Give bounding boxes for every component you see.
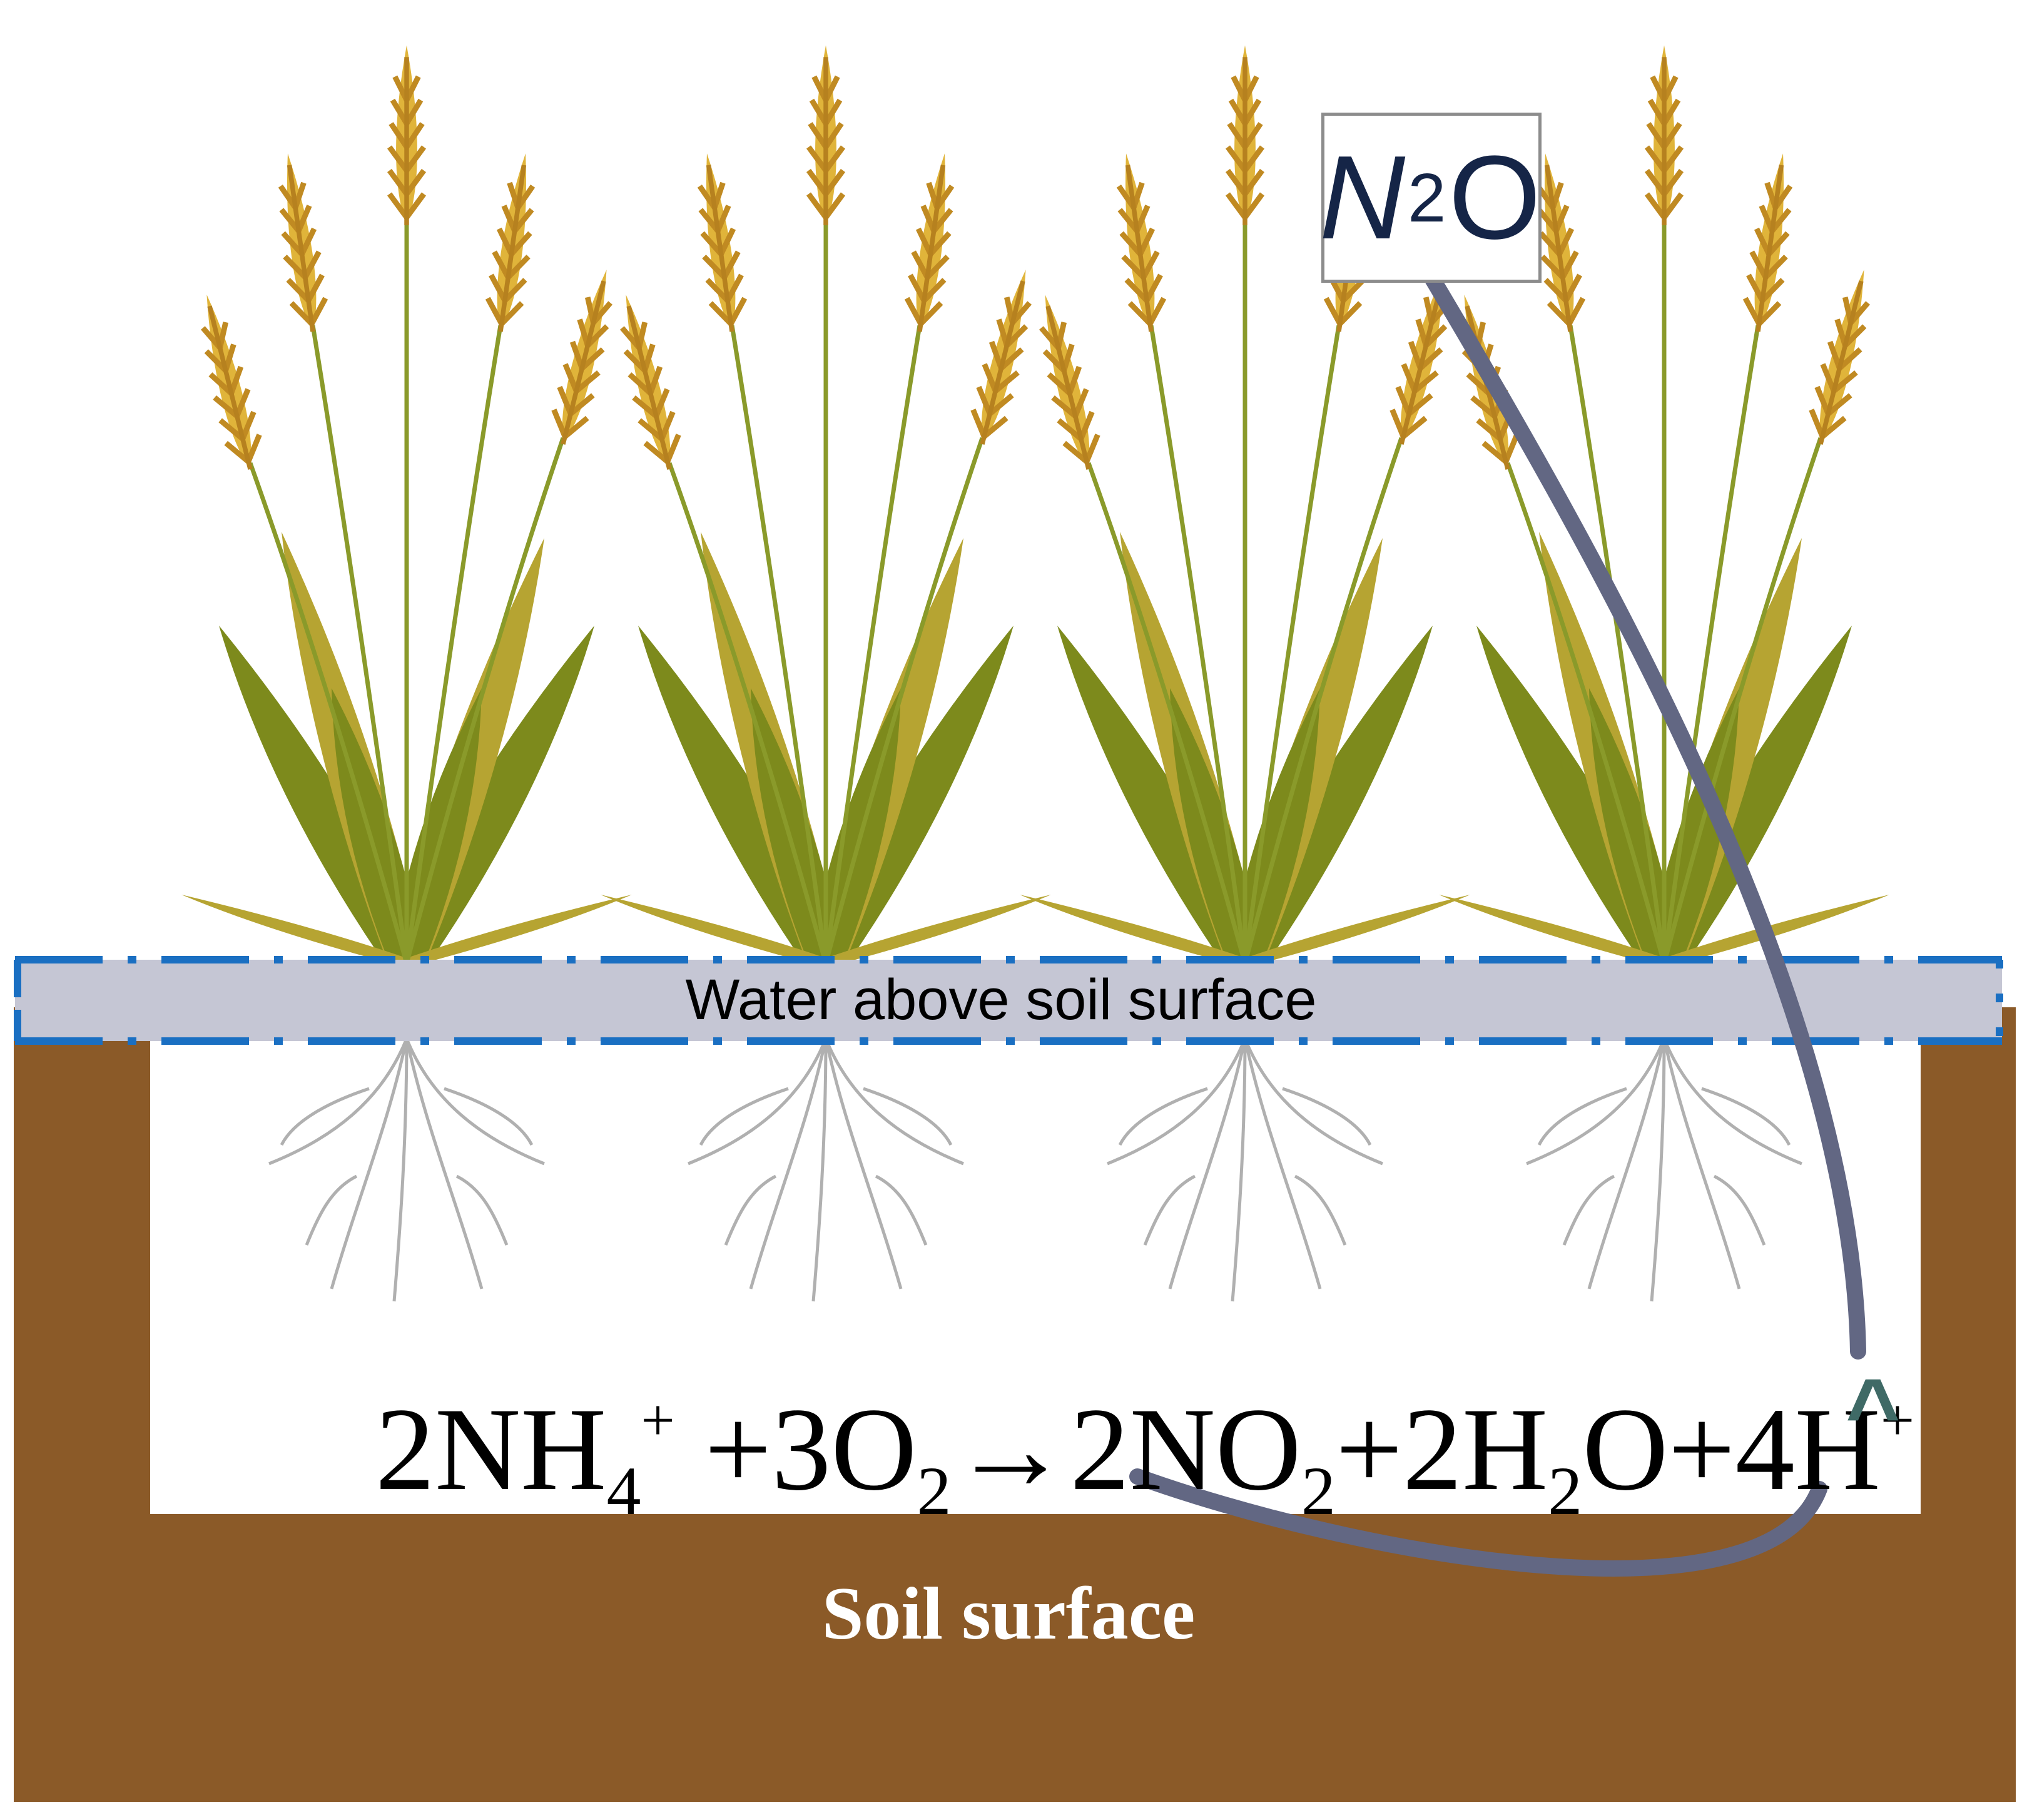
nitrification-equation: 2NH4+ +3O2→2NO2+2H2O+4H+ <box>375 1351 1914 1529</box>
plant-leaf <box>810 895 1051 963</box>
eq-nh4: 2NH <box>375 1384 607 1515</box>
water-layer-label: Water above soil surface <box>685 968 1317 1032</box>
grain-head <box>484 151 542 333</box>
eq-h: +4H <box>1668 1384 1881 1515</box>
plant-stem <box>1568 325 1667 964</box>
plant-roots <box>1107 1038 1383 1302</box>
eq-h2o-sub: 2 <box>1548 1453 1583 1529</box>
grain-head <box>1804 265 1881 448</box>
plant-leaf <box>332 688 424 963</box>
eq-nh4-sub: 4 <box>606 1453 641 1529</box>
plant-leaf <box>391 895 632 963</box>
plant-stem <box>404 325 503 964</box>
plant-stem <box>1662 437 1823 964</box>
plant-leaf <box>1439 895 1680 963</box>
grain-head <box>546 265 623 448</box>
plant-leaf <box>1170 688 1263 963</box>
plant-leaf <box>1229 895 1470 963</box>
plant-roots <box>268 1038 545 1302</box>
n2o-subscript: 2 <box>1408 159 1449 236</box>
grain-head <box>609 290 686 473</box>
eq-o2-sub: 2 <box>917 1453 952 1529</box>
plant-stem <box>729 325 828 964</box>
plant-stem <box>823 325 922 964</box>
plant-leaf <box>1227 688 1320 963</box>
plant-stem <box>1242 437 1404 964</box>
plant-leaf <box>601 895 841 963</box>
soil-layer-label: Soil surface <box>821 1572 1196 1655</box>
plant-stem <box>1662 325 1760 964</box>
caret-symbol: ^ <box>1846 1359 1901 1464</box>
plant-stem <box>823 437 985 964</box>
eq-h2o: +2H <box>1335 1384 1548 1515</box>
grain-head <box>390 46 424 226</box>
plant-roots <box>688 1038 964 1302</box>
plant-stem <box>1086 462 1247 964</box>
plant-leaf <box>751 688 843 963</box>
grain-head <box>1029 290 1105 473</box>
eq-h-sup: + <box>1880 1386 1914 1453</box>
eq-o2: +3O <box>674 1384 917 1515</box>
rice-plant <box>1439 46 1889 1302</box>
plant-stem <box>1242 325 1341 964</box>
water-layer <box>15 960 2002 1041</box>
grain-head <box>1647 46 1682 226</box>
plant-leaf <box>1589 688 1682 963</box>
grain-head <box>965 265 1042 448</box>
plant-leaf <box>1647 688 1739 963</box>
rice-plant <box>181 46 632 1302</box>
plant-leaf <box>808 688 901 963</box>
rice-plant <box>601 46 1051 1302</box>
eq-arrow: → <box>951 1384 1070 1515</box>
cycle-line <box>1129 266 1866 1577</box>
rice-plants <box>181 46 1889 1302</box>
n2o-tail: O <box>1448 131 1544 264</box>
plant-leaf <box>389 688 482 963</box>
eq-no2: 2NO <box>1070 1384 1301 1515</box>
grain-head <box>809 46 843 226</box>
soil-pit <box>150 1007 1921 1514</box>
grain-head <box>190 290 267 473</box>
plant-leaf <box>1020 895 1261 963</box>
grain-head <box>903 151 962 333</box>
n2o-base: N <box>1319 131 1408 264</box>
plant-roots <box>1526 1038 1802 1302</box>
eq-h2o-tail: O <box>1582 1384 1669 1515</box>
grain-head <box>1228 46 1263 226</box>
plant-stem <box>1505 462 1667 964</box>
plant-stem <box>404 437 566 964</box>
plant-leaf <box>181 895 422 963</box>
grain-head <box>1741 151 1800 333</box>
eq-nh4-sup: + <box>641 1386 675 1453</box>
grain-head <box>1109 151 1168 333</box>
plant-stem <box>310 325 409 964</box>
grain-head <box>271 151 330 333</box>
plant-stem <box>1149 325 1247 964</box>
eq-no2-sub: 2 <box>1301 1453 1336 1529</box>
grain-head <box>690 151 749 333</box>
rice-plant <box>1020 46 1470 1302</box>
plant-stem <box>248 462 409 964</box>
plant-stem <box>667 462 828 964</box>
